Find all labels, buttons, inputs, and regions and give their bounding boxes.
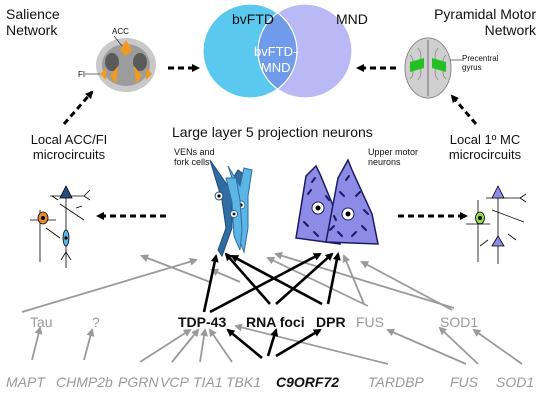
- rna-foci-label: RNA foci: [246, 314, 305, 330]
- axial-brain-image: [404, 37, 462, 99]
- arrow-local-mc-up: [450, 94, 478, 125]
- fus-protein-label: FUS: [356, 314, 384, 330]
- gene-tia1: TIA1: [193, 374, 223, 390]
- gene-vcp: VCP: [160, 374, 189, 390]
- gene-c9orf72: C9ORF72: [276, 374, 340, 390]
- gray-arrows: [21, 251, 523, 365]
- overlap-label: bvFTD- MND: [254, 44, 298, 75]
- pyramidal-network-label: Pyramidal Motor Network: [434, 6, 536, 38]
- venn-diagram: [202, 3, 353, 99]
- salience-network-label: Salience Network: [6, 6, 60, 38]
- black-arrows: [202, 252, 341, 360]
- bvftd-label: bvFTD: [232, 11, 274, 27]
- local-mc-label: Local 1º MC microcircuits: [448, 132, 522, 162]
- mc-microcircuit: [466, 185, 527, 264]
- layer5-label: Large layer 5 projection neurons: [172, 124, 373, 140]
- local-acc-label: Local ACC/FI microcircuits: [30, 132, 108, 162]
- gene-pgrn: PGRN: [118, 374, 159, 390]
- question-label: ?: [92, 314, 100, 330]
- dpr-label: DPR: [316, 314, 346, 330]
- gene-sod1: SOD1: [496, 374, 535, 390]
- upper-motor-neurons: [295, 158, 379, 245]
- gene-chmp2b: CHMP2b: [56, 374, 113, 390]
- precentral-gyrus-label: Precentral gyrus: [462, 54, 499, 72]
- upper-motor-label: Upper motor neurons: [368, 147, 419, 167]
- overlap-region: [258, 4, 297, 98]
- gene-fus: FUS: [450, 374, 478, 390]
- gene-tardbp: TARDBP: [368, 374, 424, 390]
- tdp43-label: TDP-43: [178, 314, 227, 330]
- tau-label: Tau: [30, 314, 53, 330]
- arrow-local-acc-up: [62, 90, 94, 125]
- acc-microcircuit: [30, 185, 91, 268]
- fi-label: FI: [78, 70, 86, 79]
- coronal-brain-image: [85, 35, 156, 92]
- ven-fork-cells: [209, 159, 253, 258]
- vens-label: VENs and fork cells: [174, 147, 215, 167]
- sod1-protein-label: SOD1: [440, 314, 479, 330]
- gene-mapt: MAPT: [6, 374, 45, 390]
- mnd-label: MND: [336, 11, 368, 27]
- gene-tbk1: TBK1: [226, 374, 262, 390]
- acc-label: ACC: [112, 27, 129, 36]
